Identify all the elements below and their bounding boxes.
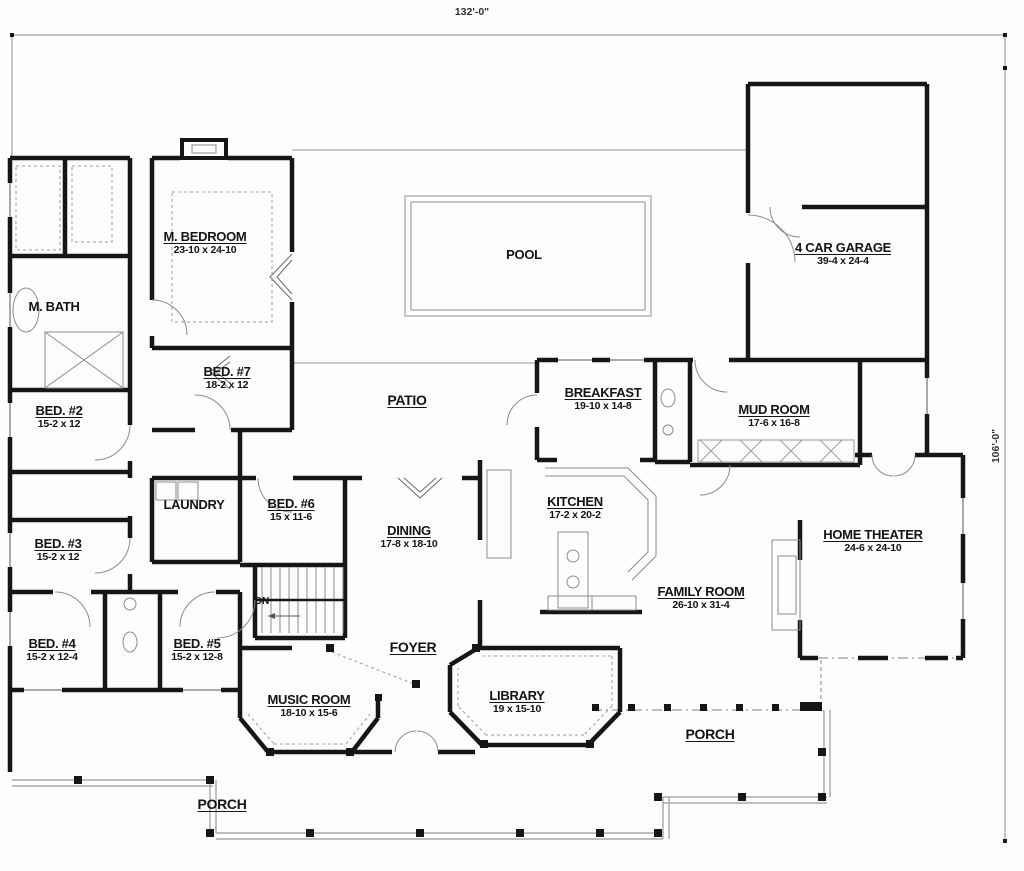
- room-label-mud-room: MUD ROOM 17-6 x 16-8: [738, 402, 810, 430]
- room-label-music-room: MUSIC ROOM 18-10 x 15-6: [267, 692, 351, 720]
- dimension-lines: [11, 34, 1006, 841]
- door-arcs: [54, 206, 916, 753]
- room-label-dining: DINING 17-8 x 18-10: [380, 523, 438, 551]
- room-label-m-bath: M. BATH: [28, 299, 80, 314]
- stairs-dn-label: DN: [254, 596, 270, 607]
- room-label-kitchen: KITCHEN 17-2 x 20-2: [547, 494, 603, 522]
- room-label-bed3: BED. #3 15-2 x 12: [34, 536, 82, 564]
- right-dimension-label: 106'-0": [990, 428, 1002, 464]
- mudroom-bench: [697, 439, 855, 463]
- room-label-foyer: FOYER: [389, 639, 437, 655]
- chimney: [180, 138, 228, 160]
- room-label-bed4: BED. #4 15-2 x 12-4: [26, 636, 78, 664]
- pool-outline: [404, 195, 652, 317]
- room-label-patio: PATIO: [387, 392, 427, 408]
- dashed-details: [15, 165, 613, 745]
- room-label-porch-left: PORCH: [197, 796, 247, 812]
- room-label-bed6: BED. #6 15 x 11-6: [267, 496, 315, 524]
- media-wall: [771, 539, 801, 631]
- bath-fixtures: [12, 287, 676, 653]
- room-label-bed7: BED. #7 18-2 x 12: [203, 364, 251, 392]
- patio-lines: [292, 149, 748, 364]
- stairs: [256, 567, 345, 633]
- room-label-porch-right: PORCH: [685, 726, 735, 742]
- room-label-home-theater: HOME THEATER 24-6 x 24-10: [823, 527, 923, 555]
- room-label-laundry: LAUNDRY: [163, 497, 225, 512]
- room-label-garage: 4 CAR GARAGE 39-4 x 24-4: [794, 240, 892, 268]
- top-dimension-label: 132'-0": [454, 6, 490, 18]
- room-label-breakfast: BREAKFAST 19-10 x 14-8: [564, 385, 642, 413]
- room-label-bed5: BED. #5 15-2 x 12-8: [171, 636, 223, 664]
- room-label-family-room: FAMILY ROOM 26-10 x 31-4: [657, 584, 745, 612]
- dimension-ticks: [10, 33, 1007, 843]
- room-label-pool: POOL: [506, 247, 542, 262]
- door-chevrons: [209, 253, 443, 499]
- window-glyphs: [9, 183, 964, 691]
- porch-posts: [74, 644, 826, 837]
- room-label-m-bedroom: M. BEDROOM 23-10 x 24-10: [163, 229, 247, 257]
- kitchen-fixtures: [486, 467, 657, 611]
- room-label-library: LIBRARY 19 x 15-10: [489, 688, 545, 716]
- room-label-bed2: BED. #2 15-2 x 12: [35, 403, 83, 431]
